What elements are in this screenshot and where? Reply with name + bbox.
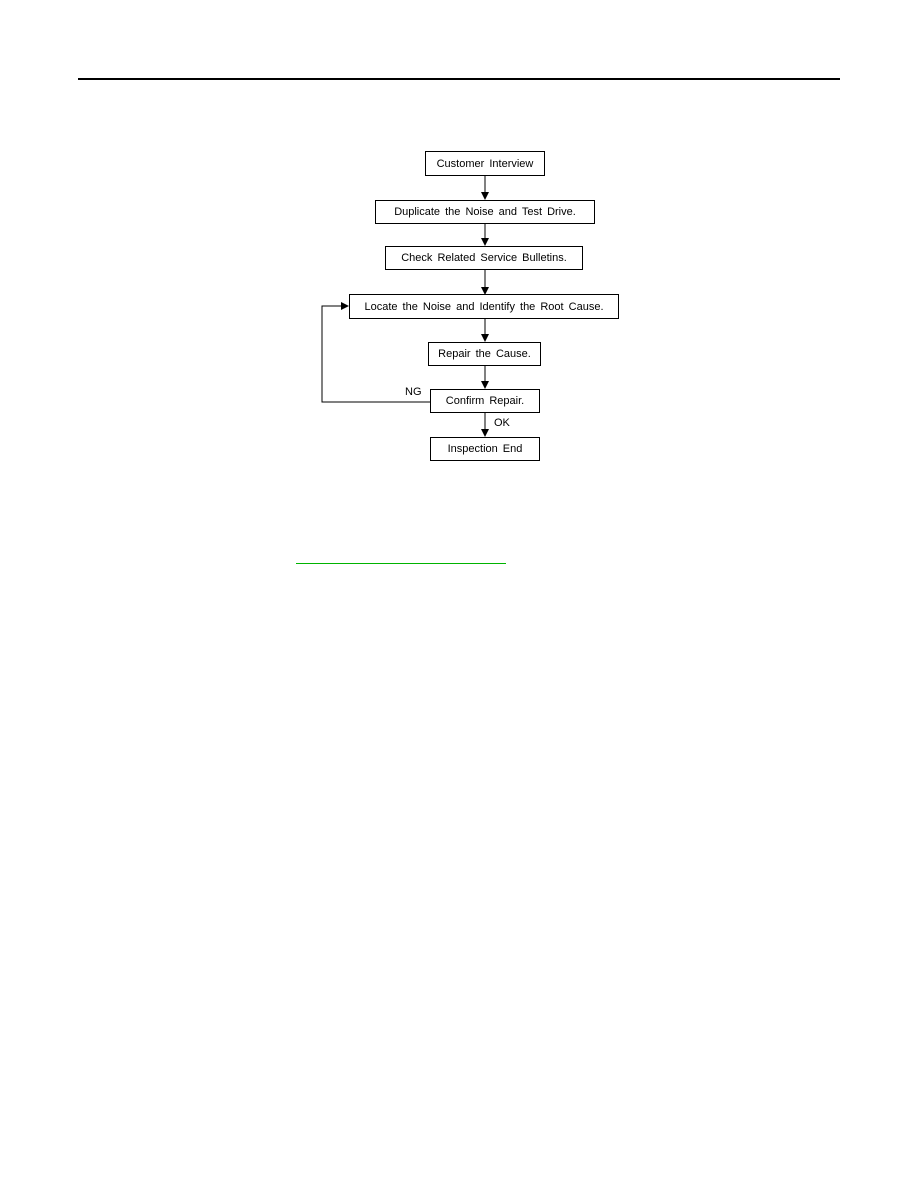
ng-loop-arrow (321, 302, 430, 403)
step-repair-cause: Repair the Cause. (428, 342, 541, 366)
step-duplicate-noise: Duplicate the Noise and Test Drive. (375, 200, 595, 224)
step-customer-interview: Customer Interview (425, 151, 545, 176)
step-locate-noise: Locate the Noise and Identify the Root C… (349, 294, 619, 319)
ok-label: OK (494, 417, 510, 429)
step-confirm-repair: Confirm Repair. (430, 389, 540, 413)
hyperlink-underline[interactable] (296, 563, 506, 564)
step-inspection-end: Inspection End (430, 437, 540, 461)
ng-label: NG (405, 386, 422, 398)
header-rule (78, 78, 840, 80)
step-check-bulletins: Check Related Service Bulletins. (385, 246, 583, 270)
